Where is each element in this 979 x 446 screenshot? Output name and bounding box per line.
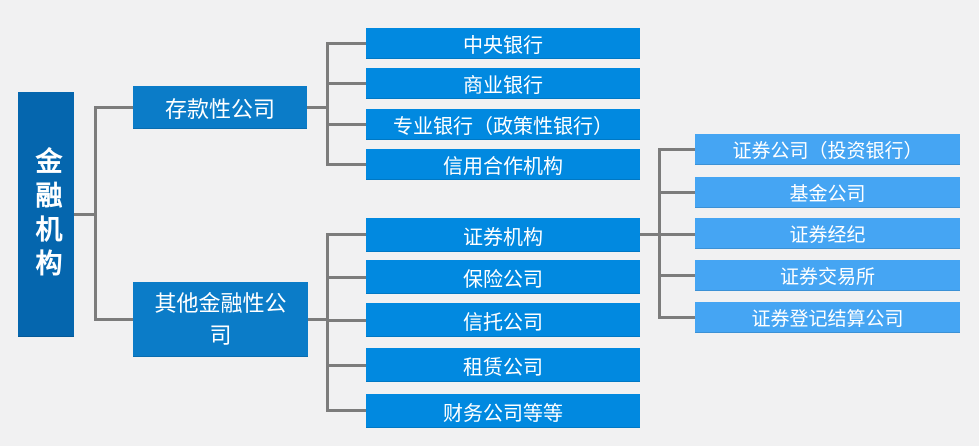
node-insurance-company: 保险公司	[366, 260, 640, 294]
connector-to-credit-coop	[326, 163, 366, 166]
node-fund-company: 基金公司	[695, 177, 960, 208]
connector-to-insurance	[326, 276, 366, 279]
node-securities-company-investment-bank: 证券公司（投资银行）	[695, 134, 960, 165]
node-securities-brokerage-label: 证券经纪	[789, 225, 866, 246]
connector-to-trust	[326, 319, 366, 322]
node-financial-institutions: 金融机构	[18, 92, 74, 337]
connector-to-specialized-bank	[326, 123, 366, 126]
connector-to-registration-co	[658, 316, 695, 319]
connector-to-commercial-bank	[326, 82, 366, 85]
connector-to-central-bank	[326, 42, 366, 45]
node-stock-exchange: 证券交易所	[695, 260, 960, 291]
connector-to-depository-branch	[94, 106, 133, 109]
connector-root-horizontal	[74, 213, 94, 216]
node-central-bank-label: 中央银行	[463, 35, 543, 57]
node-securities-company-investment-bank-label: 证券公司（投资银行）	[732, 141, 923, 162]
node-trust-company: 信托公司	[366, 303, 640, 337]
node-securities-organization-label: 证券机构	[463, 226, 543, 249]
node-securities-organization: 证券机构	[366, 218, 640, 252]
node-securities-registration-settlement-label: 证券登记结算公司	[751, 309, 904, 330]
node-securities-registration-settlement: 证券登记结算公司	[695, 302, 960, 333]
node-credit-cooperative-label: 信用合作机构	[443, 156, 563, 178]
node-fund-company-label: 基金公司	[789, 184, 866, 205]
connector-left-spine	[94, 106, 97, 321]
connector-to-securities-company	[658, 148, 695, 151]
connector-depository-spine	[326, 42, 329, 166]
node-commercial-bank-label: 商业银行	[463, 75, 543, 97]
node-credit-cooperative: 信用合作机构	[366, 149, 640, 180]
node-commercial-bank: 商业银行	[366, 68, 640, 99]
node-finance-company-label: 财务公司等等	[443, 402, 563, 425]
node-specialized-bank: 专业银行（政策性银行）	[366, 109, 640, 140]
connector-to-finance-co	[326, 409, 366, 412]
node-other-financial-companies-label: 其他金融性公司	[154, 290, 287, 348]
node-specialized-bank-label: 专业银行（政策性银行）	[393, 116, 613, 138]
connector-securities-out	[640, 233, 695, 236]
node-securities-brokerage: 证券经纪	[695, 218, 960, 249]
node-trust-company-label: 信托公司	[463, 311, 543, 334]
node-finance-company: 财务公司等等	[366, 394, 640, 428]
connector-securities-spine	[658, 148, 661, 319]
node-insurance-company-label: 保险公司	[463, 268, 543, 291]
connector-to-stock-exchange	[658, 274, 695, 277]
connector-depository-out	[307, 106, 326, 109]
node-leasing-company: 租赁公司	[366, 348, 640, 382]
node-central-bank: 中央银行	[366, 28, 640, 59]
node-depository-companies-label: 存款性公司	[164, 96, 275, 122]
node-financial-institutions-label: 金融机构	[31, 146, 62, 283]
connector-to-other-branch	[94, 318, 133, 321]
node-other-financial-companies: 其他金融性公司	[133, 282, 308, 357]
connector-to-securities-org	[326, 233, 366, 236]
connector-to-fund-company	[658, 191, 695, 194]
connector-to-leasing	[326, 364, 366, 367]
connector-other-spine	[326, 233, 329, 412]
node-stock-exchange-label: 证券交易所	[779, 267, 875, 288]
node-leasing-company-label: 租赁公司	[463, 356, 543, 379]
connector-other-out	[308, 318, 326, 321]
node-depository-companies: 存款性公司	[133, 86, 307, 129]
